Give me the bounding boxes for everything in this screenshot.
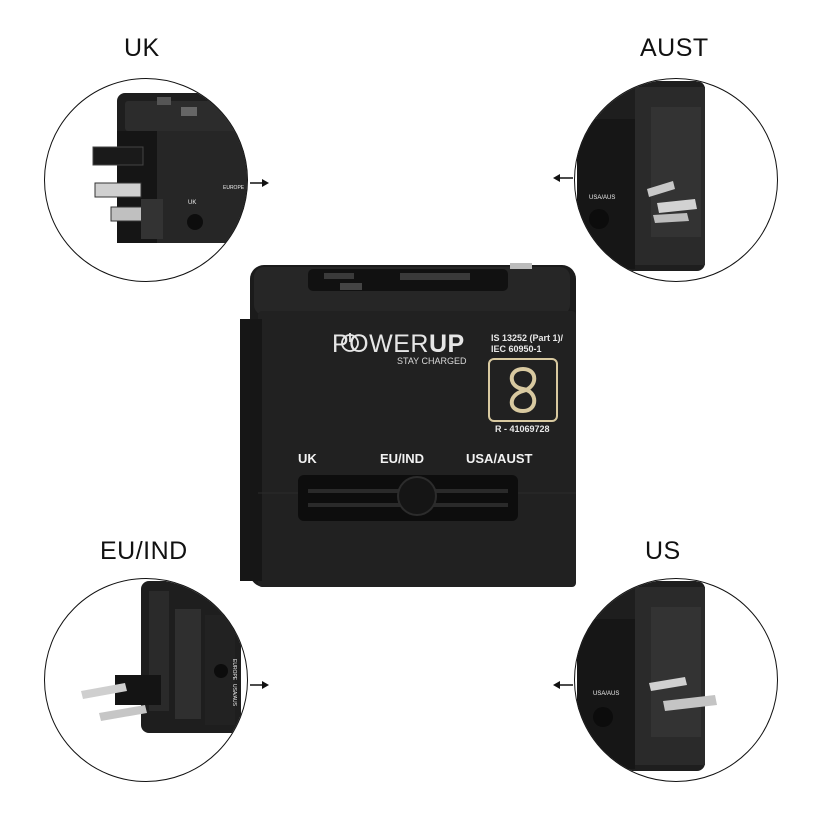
eu-circle-usaus-text: USA/AUS	[231, 684, 237, 707]
aust-circle-usaus-text: USA/AUS	[589, 195, 615, 201]
eu-circle-europe-text: EUROPE	[231, 659, 237, 681]
eu-ind-arrow-icon	[250, 681, 269, 689]
uk-plug-illustration: UK EUROPE	[92, 93, 247, 243]
certification-mark-icon	[509, 366, 537, 414]
eu-ind-plug-illustration: EUROPE USA/AUS	[81, 581, 241, 733]
cert-line-2: IEC 60950-1	[491, 344, 542, 354]
cert-line-1: IS 13252 (Part 1)/	[491, 333, 564, 343]
uk-arrow-icon	[250, 179, 269, 187]
us-circle-usaus-text: USA/AUS	[593, 691, 619, 697]
aust-plug-illustration: USA/AUS	[577, 81, 705, 271]
aust-arrow-icon	[553, 174, 573, 182]
label-us: US	[645, 537, 681, 565]
uk-plug-detail-circle: UK EUROPE	[44, 78, 248, 282]
label-aust: AUST	[640, 34, 709, 62]
eu-ind-plug-detail-circle: EUROPE USA/AUS	[44, 578, 248, 782]
brand-bold-text: UP	[428, 330, 465, 358]
reg-number: R - 41069728	[495, 424, 550, 434]
brand-light-text: POWER	[332, 330, 429, 358]
slider-label-eu-ind: EU/IND	[380, 451, 425, 466]
uk-circle-europe-text: EUROPE	[223, 185, 245, 191]
us-arrow-icon	[553, 681, 573, 689]
travel-adapter-main	[240, 263, 576, 587]
aust-plug-detail-circle: USA/AUS	[574, 78, 778, 282]
us-plug-illustration: USA/AUS	[577, 581, 717, 771]
slider-label-usa-aust: USA/AUST	[466, 451, 533, 466]
uk-circle-uk-text: UK	[188, 200, 196, 206]
brand-logo: POWERUP	[332, 330, 465, 359]
slider-label-uk: UK	[298, 451, 317, 466]
brand-tagline: STAY CHARGED	[397, 356, 467, 366]
label-uk: UK	[124, 34, 160, 62]
us-plug-detail-circle: USA/AUS	[574, 578, 778, 782]
label-eu-ind: EU/IND	[100, 537, 188, 565]
